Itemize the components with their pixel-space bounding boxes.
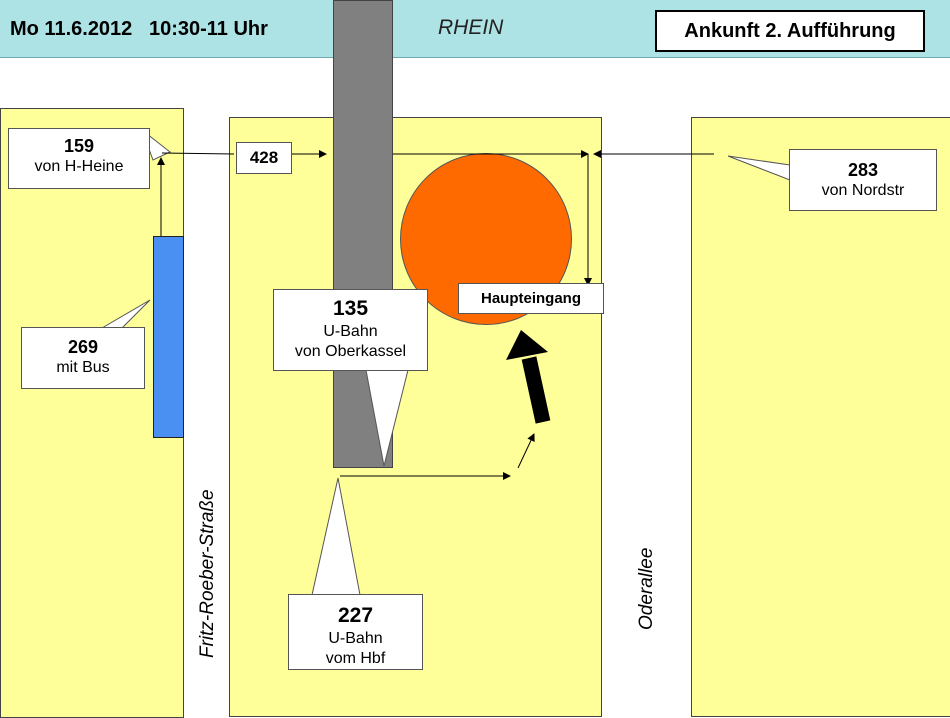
callout-269-number: 269 xyxy=(67,337,99,357)
callout-428-number: 428 xyxy=(249,148,279,167)
arrow-227-up xyxy=(517,433,535,469)
callout-269: 269 mit Bus xyxy=(21,327,145,389)
date-time-label: Mo 11.6.2012 10:30-11 Uhr xyxy=(10,18,268,40)
callout-tail-135 xyxy=(365,369,409,467)
callout-159: 159 von H-Heine xyxy=(8,128,150,189)
main-entrance-label: Haupteingang xyxy=(458,283,604,314)
callout-tail-269 xyxy=(100,299,151,329)
callout-135-line1: U-Bahn xyxy=(323,323,378,340)
callout-135: 135 U-Bahn von Oberkassel xyxy=(273,289,428,371)
river-label: RHEIN xyxy=(438,16,504,39)
callout-159-number: 159 xyxy=(63,136,95,156)
arrow-159-to-428 xyxy=(161,152,235,155)
callout-tail-283 xyxy=(727,155,791,181)
callout-159-text: von H-Heine xyxy=(34,158,124,175)
callout-227-line2: vom Hbf xyxy=(325,650,386,667)
main-arrow-head xyxy=(506,330,548,360)
callout-tail-227 xyxy=(311,477,361,596)
callout-283: 283 von Nordstr xyxy=(789,149,937,211)
arrival-badge: Ankunft 2. Aufführung xyxy=(655,10,925,52)
main-arrow-shaft xyxy=(521,356,551,424)
callout-227-line1: U-Bahn xyxy=(328,630,383,647)
block-right xyxy=(691,117,950,717)
callout-269-text: mit Bus xyxy=(56,359,110,376)
callout-428: 428 xyxy=(236,142,292,174)
bus-stop-marker xyxy=(153,236,184,438)
callout-227: 227 U-Bahn vom Hbf xyxy=(288,594,423,670)
callout-135-number: 135 xyxy=(332,297,369,320)
callout-135-line2: von Oberkassel xyxy=(294,343,407,360)
callout-227-number: 227 xyxy=(337,604,374,627)
main-entrance-text: Haupteingang xyxy=(481,290,581,307)
callout-283-number: 283 xyxy=(847,160,879,180)
callout-283-text: von Nordstr xyxy=(821,182,905,199)
